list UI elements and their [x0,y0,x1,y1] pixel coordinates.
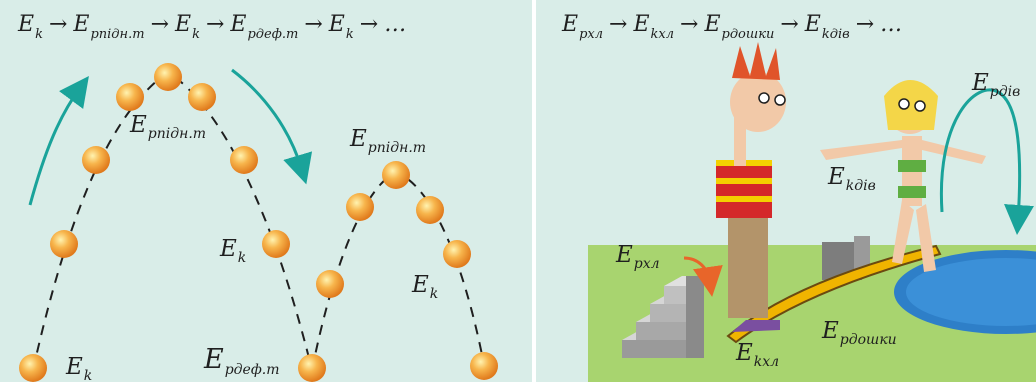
diving-scene-drawing [536,0,1036,382]
ball [116,83,144,111]
label-ep-deformation: Epдеф.т [204,344,280,375]
label-ek-girl: Ekдів [828,164,876,190]
ball [262,230,290,258]
label-ek-bottom: Ek [66,354,92,380]
label-ep-board: Epдошки [822,318,897,344]
balls [19,63,498,382]
ball [416,196,444,224]
ball [470,352,498,380]
ball [230,146,258,174]
ball [50,230,78,258]
label-ek-boy: Ekхл [736,340,779,366]
ball [382,161,410,189]
trajectory-second-arc [312,172,485,370]
ball [346,193,374,221]
ball [316,270,344,298]
label-ep-girl: Epдів [972,70,1020,96]
ball [443,240,471,268]
ball [19,354,47,382]
ball [188,83,216,111]
label-ek-mid-second: Ek [412,272,438,298]
ball-trajectory-drawing [0,0,532,382]
rising-arrow [30,88,80,205]
label-ep-boy: Epхл [616,242,660,268]
label-ep-top-first: Epпідн.т [130,112,206,138]
label-ek-mid-first: Ek [220,236,246,262]
ball [82,146,110,174]
label-ep-top-second: Epпідн.т [350,126,426,152]
ball [298,354,326,382]
ball [154,63,182,91]
